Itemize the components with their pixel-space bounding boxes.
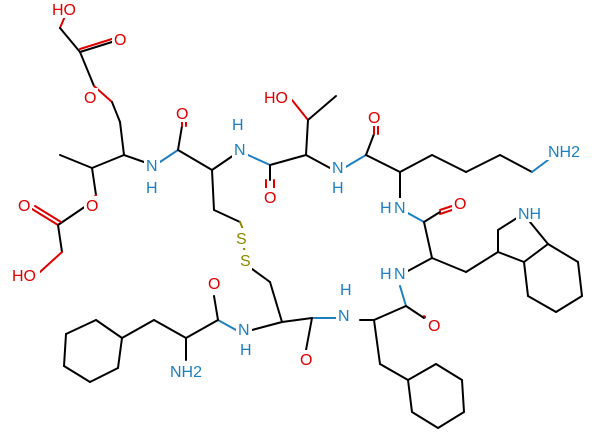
- atom-o-phe-left: O: [208, 276, 220, 293]
- atom-nh-indole: NH: [518, 206, 541, 223]
- atom-o-c1: O: [176, 106, 188, 123]
- atom-ho-top: HO: [52, 2, 76, 19]
- atom-h-phe2: H: [340, 282, 352, 299]
- atom-h-thr: H: [332, 180, 344, 197]
- atom-o-left-ester: O: [86, 198, 98, 215]
- atom-h-cys-bottom: H: [240, 342, 252, 359]
- atom-h-leftmost: H: [146, 180, 158, 197]
- atom-ho-thr: HO: [264, 90, 288, 107]
- atom-h-trp: H: [380, 266, 392, 283]
- atom-o-thr-carbonyl: O: [264, 190, 276, 207]
- atom-o-trp: O: [454, 196, 466, 213]
- atom-h-lys-bottom: H: [380, 200, 392, 217]
- atom-n-nh-top: N: [234, 142, 246, 159]
- atom-o-top-carbonyl: O: [114, 32, 126, 49]
- atom-nh2-lys: NH2: [548, 144, 580, 161]
- atom-n-leftmost: N: [146, 158, 158, 175]
- atom-labels: HO O O O O HO N H O H N HO O N H O NH2 N…: [10, 0, 588, 381]
- atom-o-cys-bottom: O: [300, 352, 312, 369]
- atom-s-lower: S: [240, 253, 251, 270]
- atom-nh2-phe: NH2: [170, 364, 202, 381]
- atom-s-upper: S: [236, 231, 247, 248]
- atom-n-phe2: N: [338, 308, 350, 325]
- atom-o-left-carbonyl: O: [18, 198, 30, 215]
- atom-n-thr: N: [332, 160, 344, 177]
- atom-h-nh-top: H: [232, 117, 244, 134]
- atom-n-lys-bottom: N: [394, 200, 406, 217]
- atom-n-cys-bottom: N: [238, 322, 250, 339]
- atom-o-phe2: O: [428, 318, 440, 335]
- atom-n-trp: N: [394, 266, 406, 283]
- atom-o-lys: O: [368, 110, 380, 127]
- atom-o-top-ester: O: [84, 90, 96, 107]
- atom-ho-bottom-left: HO: [12, 268, 36, 285]
